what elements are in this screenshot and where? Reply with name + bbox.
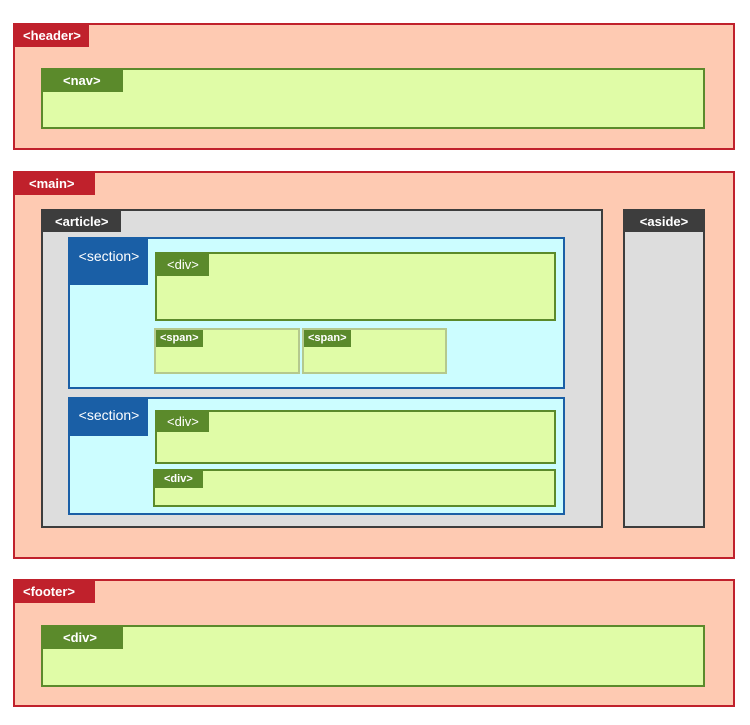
div-tag-label-section2-a: <div> [157, 412, 209, 432]
section-tag-label-1: <section> [70, 239, 148, 285]
aside-tag-label: <aside> [625, 211, 703, 232]
span-tag-label-1: <span> [156, 330, 203, 347]
span-block-2: <span> [302, 328, 447, 374]
footer-block: <footer> <div> [13, 579, 735, 707]
section-tag-label-2: <section> [70, 399, 148, 436]
section-block-2: <section> <div> <div> [68, 397, 565, 515]
main-block: <main> <article> <section> <div> <span> … [13, 171, 735, 559]
nav-block: <nav> [41, 68, 705, 129]
div-block-section2-a: <div> [155, 410, 556, 464]
footer-div-block: <div> [41, 625, 705, 687]
footer-tag-label: <footer> [15, 581, 95, 603]
header-tag-label: <header> [15, 25, 89, 47]
span-block-1: <span> [154, 328, 300, 374]
header-block: <header> <nav> [13, 23, 735, 150]
footer-div-tag-label: <div> [43, 627, 123, 649]
article-tag-label: <article> [43, 211, 121, 232]
article-block: <article> <section> <div> <span> <span> … [41, 209, 603, 528]
div-block-section1: <div> [155, 252, 556, 321]
section-block-1: <section> <div> <span> <span> [68, 237, 565, 389]
div-tag-label-section2-b: <div> [155, 471, 203, 488]
nav-tag-label: <nav> [43, 70, 123, 92]
span-tag-label-2: <span> [304, 330, 351, 347]
div-block-section2-b: <div> [153, 469, 556, 507]
aside-block: <aside> [623, 209, 705, 528]
div-tag-label-section1: <div> [157, 254, 209, 276]
main-tag-label: <main> [15, 173, 95, 195]
